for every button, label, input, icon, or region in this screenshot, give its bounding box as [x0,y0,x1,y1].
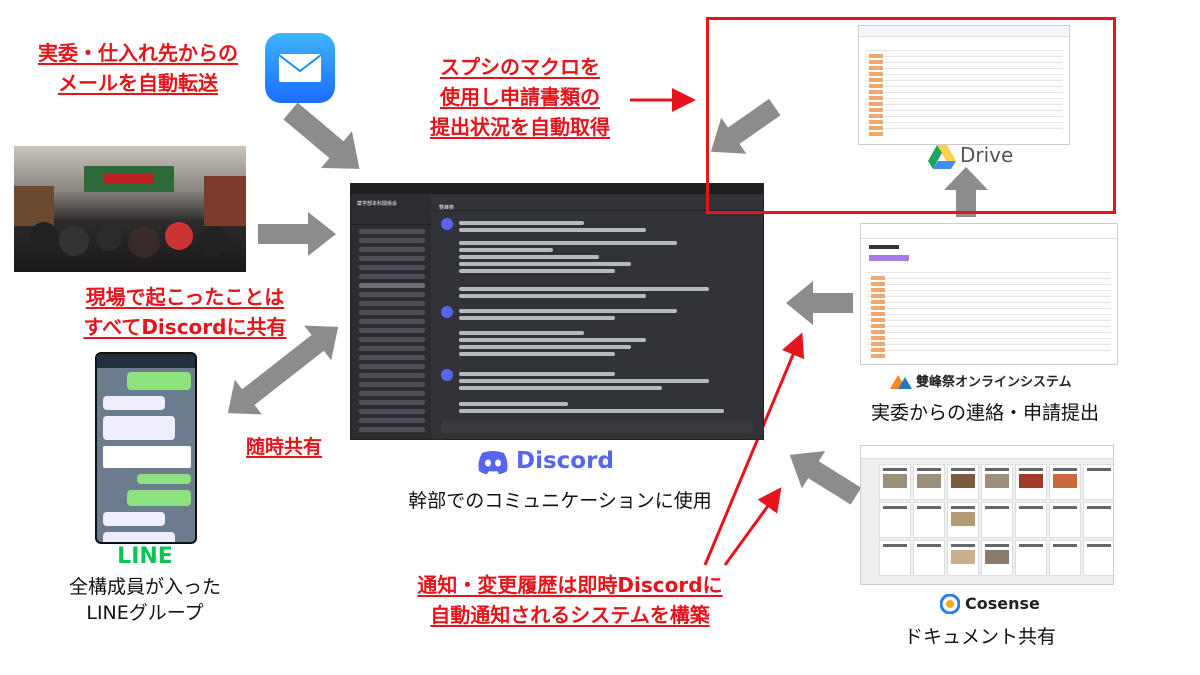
red-arrow-notify-to-discord-2 [723,487,782,566]
discord-logo: Discord [476,448,646,476]
envelope-icon [278,54,322,82]
arrow-system-to-discord [786,281,853,325]
online-system-logo: 雙峰祭オンラインシステム [890,370,1110,392]
arrow-photo-to-discord [258,212,336,256]
anytime-share-label: 随時共有 [246,436,323,458]
arrow-system-to-drive [944,167,988,217]
arrow-discord-line-bidirectional [227,325,339,415]
red-arrow-notify-to-discord-1 [703,332,805,566]
field-share-label: 現場で起こったことは すべてDiscordに共有 [83,285,287,339]
macro-label: スプシのマクロを 使用し申請書類の 提出状況を自動取得 [430,55,610,139]
drive-highlight-box [706,17,1116,214]
discord-caption: 幹部でのコミュニケーションに使用 [408,490,712,512]
spreadsheet-screenshot [858,25,1070,145]
line-chat-screenshot [95,352,197,544]
discord-screenshot: 薬学部本科関係会 雙峰祭 [350,183,764,440]
cosense-icon [940,594,960,614]
drive-icon [928,145,956,169]
discord-channel-sidebar: 薬学部本科関係会 [351,194,431,439]
discord-server-name: 薬学部本科関係会 [351,194,431,225]
drive-logo: Drive [928,143,1038,169]
online-system-caption: 実委からの連絡・申請提出 [870,402,1099,424]
arrow-mail-to-discord [283,102,360,169]
cosense-logo: Cosense [940,594,1050,616]
line-caption: 全構成員が入った LINEグループ [68,576,221,624]
online-system-screenshot [860,223,1118,365]
arrow-cosense-to-discord [789,451,862,505]
discord-message-area: 雙峰祭 [431,194,763,439]
mountain-logo-icon [890,375,912,389]
notify-label: 通知・変更履歴は即時Discordに 自動通知されるシステムを構築 [417,573,723,627]
mail-app-icon [265,33,335,103]
discord-icon [478,451,508,474]
line-logo: LINE [117,544,173,569]
cosense-screenshot [860,445,1114,585]
cosense-caption: ドキュメント共有 [903,626,1056,648]
email-forward-label: 実委・仕入れ先からの メールを自動転送 [38,41,238,95]
arrow-drive-to-discord [710,98,781,154]
festival-crowd-photo [14,146,246,272]
